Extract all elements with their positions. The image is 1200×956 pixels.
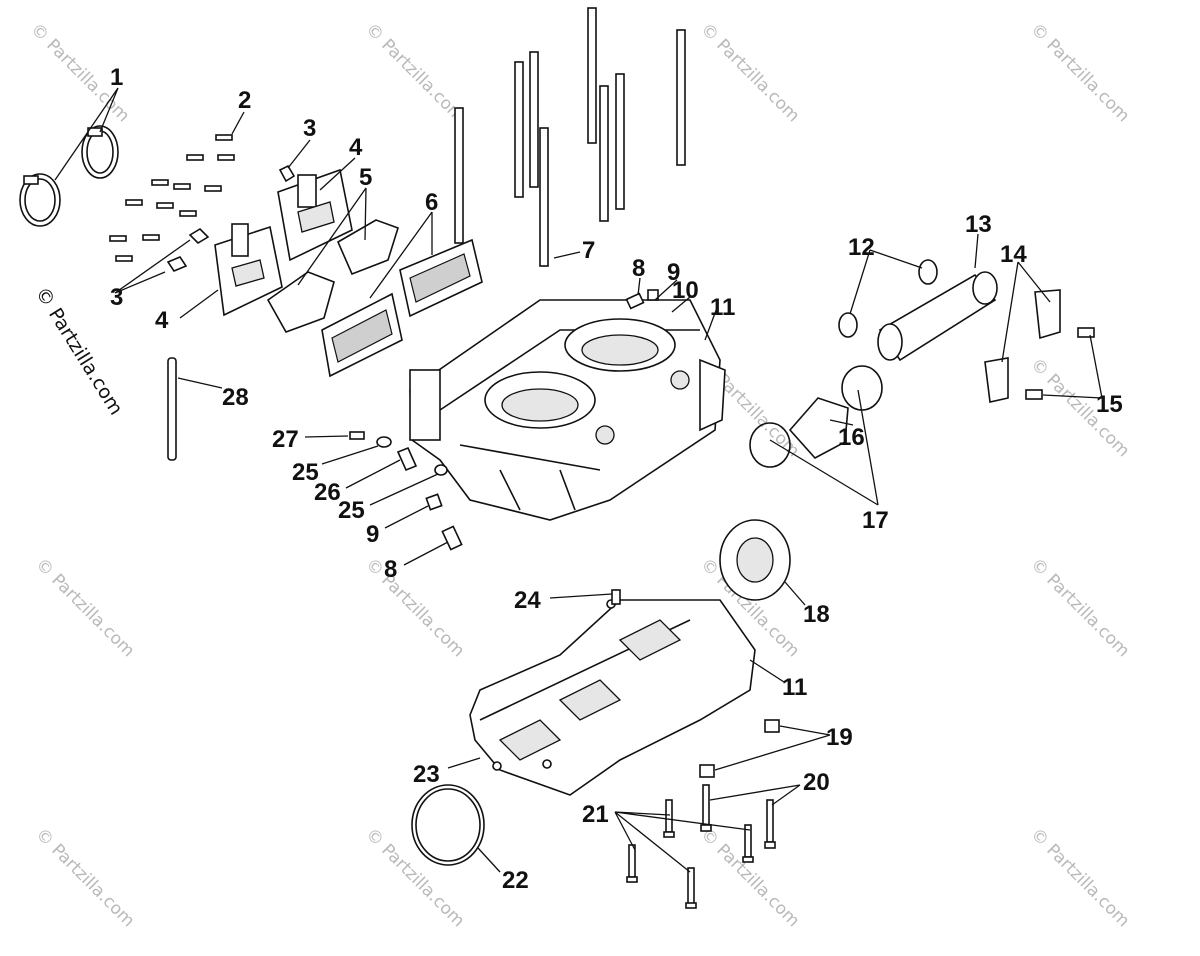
- callout-label: 25: [338, 497, 365, 524]
- callout-label: 10: [672, 277, 699, 304]
- callout-label: 7: [582, 237, 595, 264]
- callout-label: 12: [848, 234, 875, 261]
- callout-label: 9: [667, 259, 680, 286]
- callout-label: 17: [862, 507, 889, 534]
- callout-label: 3: [303, 115, 316, 142]
- callout-label: 16: [838, 424, 865, 451]
- callout-label: 5: [359, 164, 372, 191]
- callout-label: 4: [349, 134, 363, 161]
- part-brackets-3: [166, 164, 296, 272]
- callout-label: 11: [710, 294, 735, 321]
- part-retaining-ring-22: [411, 784, 485, 866]
- callout-label: 4: [155, 307, 169, 334]
- callout-label: 8: [384, 556, 397, 583]
- part-coolant-fittings: [749, 259, 1095, 468]
- callout-label: 20: [803, 769, 830, 796]
- part-oring-cord: [167, 357, 177, 461]
- callout-label: 3: [110, 284, 123, 311]
- callout-label: 22: [502, 867, 529, 894]
- callout-label: 9: [366, 521, 379, 548]
- watermark: © Partzilla.com: [696, 19, 803, 126]
- leader-lines: [54, 87, 1103, 873]
- part-small-hardware: [349, 431, 463, 551]
- part-reed-spacers-5: [266, 219, 399, 333]
- callout-label: 2: [238, 87, 251, 114]
- watermark: © Partzilla.com: [361, 19, 468, 126]
- part-hose-clamps: [19, 125, 119, 227]
- part-studs-7: [454, 7, 686, 267]
- part-bolts-2: [109, 134, 235, 262]
- watermark: © Partzilla.com: [31, 824, 138, 931]
- part-lower-crankcase: [469, 589, 756, 796]
- part-plugs-19: [699, 719, 780, 778]
- part-intake-manifolds-4: [214, 168, 353, 317]
- callout-label: 23: [413, 761, 440, 788]
- callout-label: 27: [272, 426, 299, 453]
- watermark: © Partzilla.com: [1026, 19, 1133, 126]
- callout-label: 19: [826, 724, 853, 751]
- callout-label: 28: [222, 384, 249, 411]
- watermark: © Partzilla.com: [1026, 554, 1133, 661]
- callout-label: 15: [1096, 391, 1123, 418]
- callout-label: 24: [514, 587, 541, 614]
- part-dowels-top: [625, 289, 659, 310]
- part-upper-crankcase: [409, 299, 726, 521]
- callout-label: 14: [1000, 241, 1027, 268]
- callout-label: 18: [803, 601, 830, 628]
- part-seal-18: [719, 519, 791, 601]
- watermark: © Partzilla.com: [31, 554, 138, 661]
- part-reed-valves-6: [321, 238, 483, 378]
- callout-label: 6: [425, 189, 438, 216]
- watermark: © Partzilla.com: [361, 554, 468, 661]
- callout-label: 25: [292, 459, 319, 486]
- callout-label: 21: [582, 801, 609, 828]
- callout-label: 8: [632, 255, 645, 282]
- callout-label: 11: [782, 674, 807, 701]
- callout-labels: 1 2 3 3 4 4 5 6 7 8 9 10 11 12 13 14 15 …: [110, 64, 1123, 894]
- part-bolts-20-21: [626, 784, 776, 909]
- callout-label: 1: [110, 64, 123, 91]
- callout-label: 13: [965, 211, 992, 238]
- watermark: © Partzilla.com: [1026, 824, 1133, 931]
- callout-label: 26: [314, 479, 341, 506]
